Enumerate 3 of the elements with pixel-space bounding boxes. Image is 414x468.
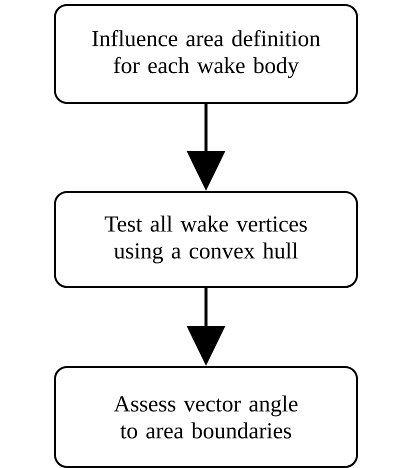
process-box: Influence area definition for each wake body — [54, 4, 358, 104]
process-box: Test all wake vertices using a convex hull — [54, 191, 358, 288]
process-box: Assess vector angle to area boundaries — [54, 366, 358, 468]
